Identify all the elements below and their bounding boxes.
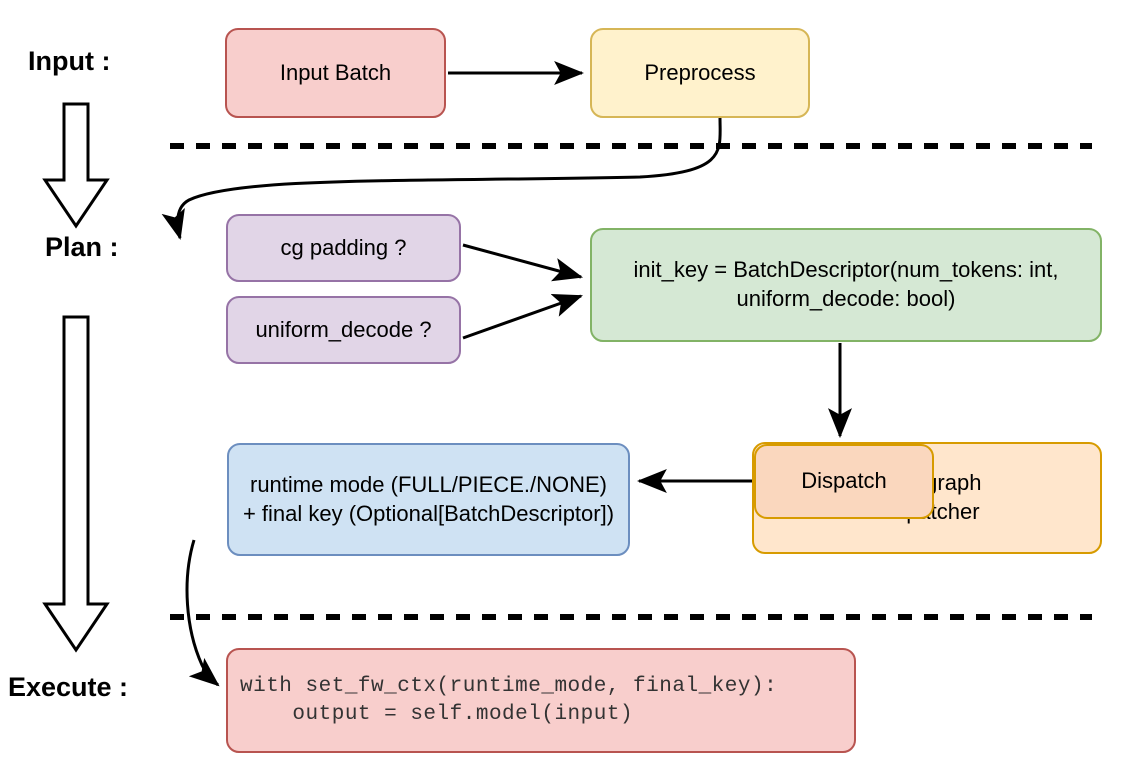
execute-code-node[interactable]: with set_fw_ctx(runtime_mode, final_key)… [226, 648, 856, 753]
stage-label-execute: Execute : [8, 672, 129, 702]
uniform-decode-to-init-key-edge [462, 294, 583, 340]
init-key-node[interactable]: init_key = BatchDescriptor(num_tokens: i… [590, 228, 1102, 342]
cg-padding-node[interactable]: cg padding ? [226, 214, 461, 282]
plan-to-execute-arrow [42, 315, 110, 653]
uniform-decode-node[interactable]: uniform_decode ? [226, 296, 461, 364]
stage-label-plan: Plan : [45, 232, 119, 262]
input-batch-node[interactable]: Input Batch [225, 28, 446, 118]
cg-padding-to-init-key-edge [462, 243, 584, 282]
runtime-mode-node[interactable]: runtime mode (FULL/PIECE./NONE)+ final k… [227, 443, 630, 556]
runtime-mode-to-execute-code-edge [185, 539, 220, 687]
stage-flow-arrows [42, 102, 110, 653]
node-connectors [161, 61, 852, 687]
dispatch-node[interactable]: Dispatch [754, 444, 934, 519]
stage-label-input: Input : [28, 46, 111, 76]
input-to-plan-arrow [42, 102, 110, 229]
preprocess-node[interactable]: Preprocess [590, 28, 810, 118]
